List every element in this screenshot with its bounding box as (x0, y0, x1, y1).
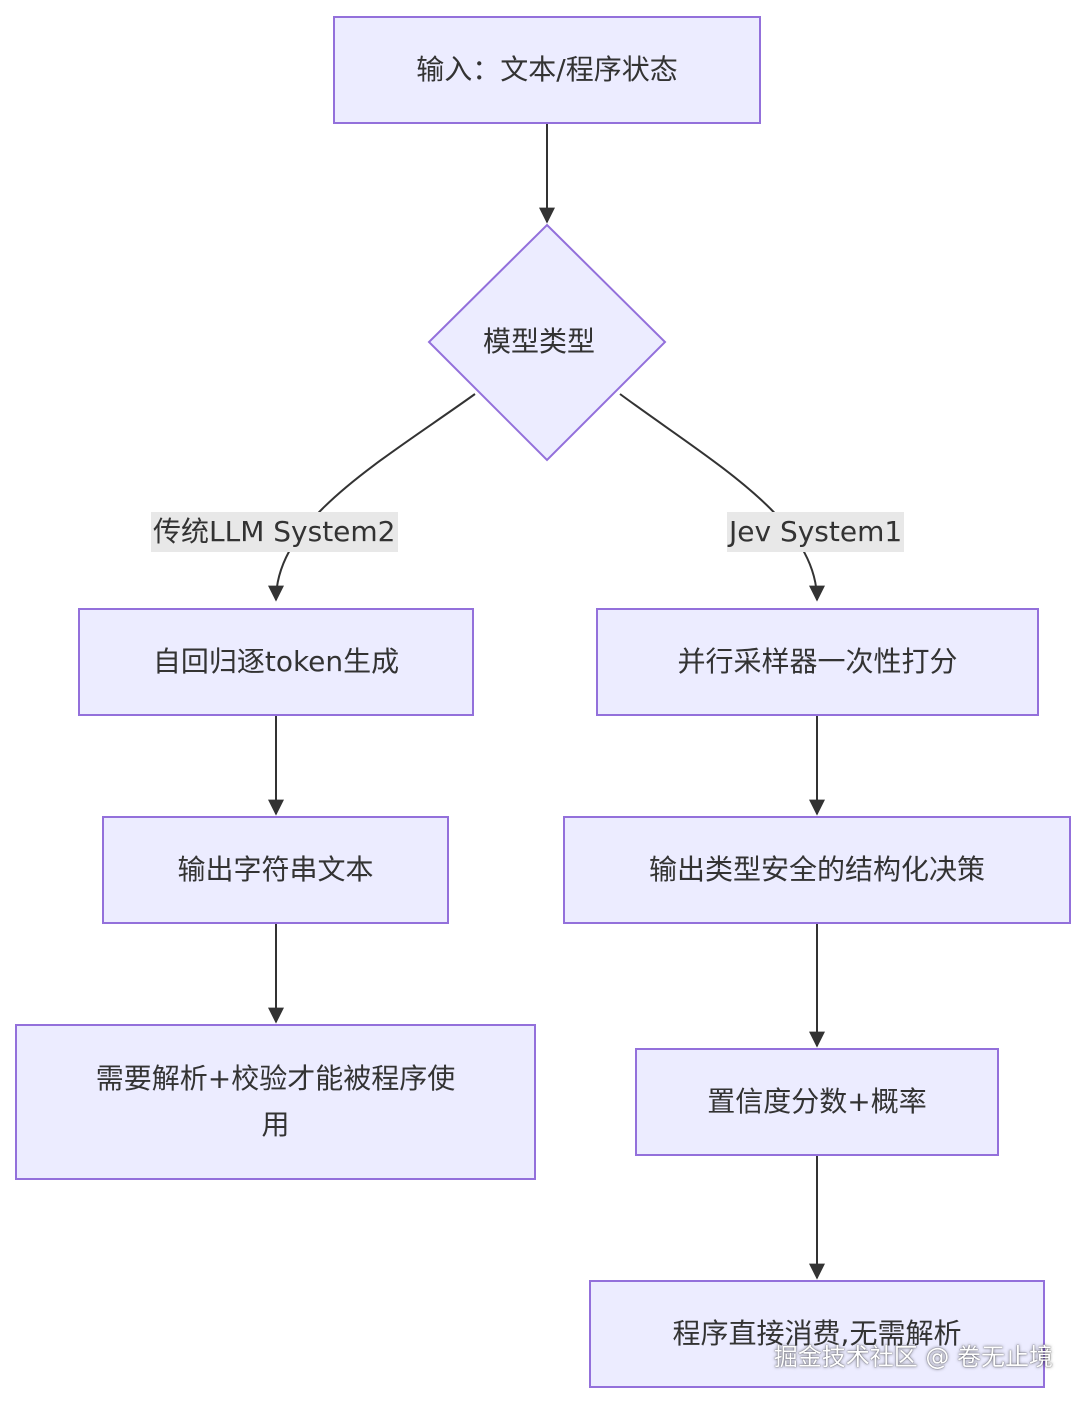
right-node-parallel-sampler-label: 并行采样器一次性打分 (677, 645, 958, 678)
right-node-confidence-label: 置信度分数+概率 (707, 1085, 927, 1118)
left-node-parse-validate: 需要解析+校验才能被程序使用 (15, 1024, 536, 1180)
left-node-string-output: 输出字符串文本 (102, 816, 449, 924)
right-node-confidence: 置信度分数+概率 (635, 1048, 999, 1156)
edge-label-left: 传统LLM System2 (151, 512, 398, 552)
input-node-label: 输入：文本/程序状态 (416, 53, 678, 86)
right-node-typed-decision-label: 输出类型安全的结构化决策 (648, 853, 985, 886)
decision-diamond (427, 223, 667, 462)
watermark: 掘金技术社区 @ 卷无止境 (773, 1343, 1053, 1371)
left-node-string-output-label: 输出字符串文本 (177, 853, 374, 886)
right-node-direct-consume: 程序直接消费,无需解析 (589, 1280, 1045, 1388)
decision-label: 模型类型 (483, 325, 596, 358)
right-node-typed-decision: 输出类型安全的结构化决策 (563, 816, 1071, 924)
input-node: 输入：文本/程序状态 (333, 16, 761, 124)
left-node-autoregressive-label: 自回归逐token生成 (152, 645, 400, 678)
right-node-parallel-sampler: 并行采样器一次性打分 (596, 608, 1039, 716)
edge-decision-to-right (619, 393, 825, 602)
edge-label-right: Jev System1 (727, 512, 905, 552)
right-node-direct-consume-label: 程序直接消费,无需解析 (672, 1317, 962, 1350)
left-node-parse-validate-label: 需要解析+校验才能被程序使用 (95, 1062, 456, 1141)
left-node-autoregressive: 自回归逐token生成 (78, 608, 474, 716)
edge-decision-to-left (268, 393, 476, 602)
